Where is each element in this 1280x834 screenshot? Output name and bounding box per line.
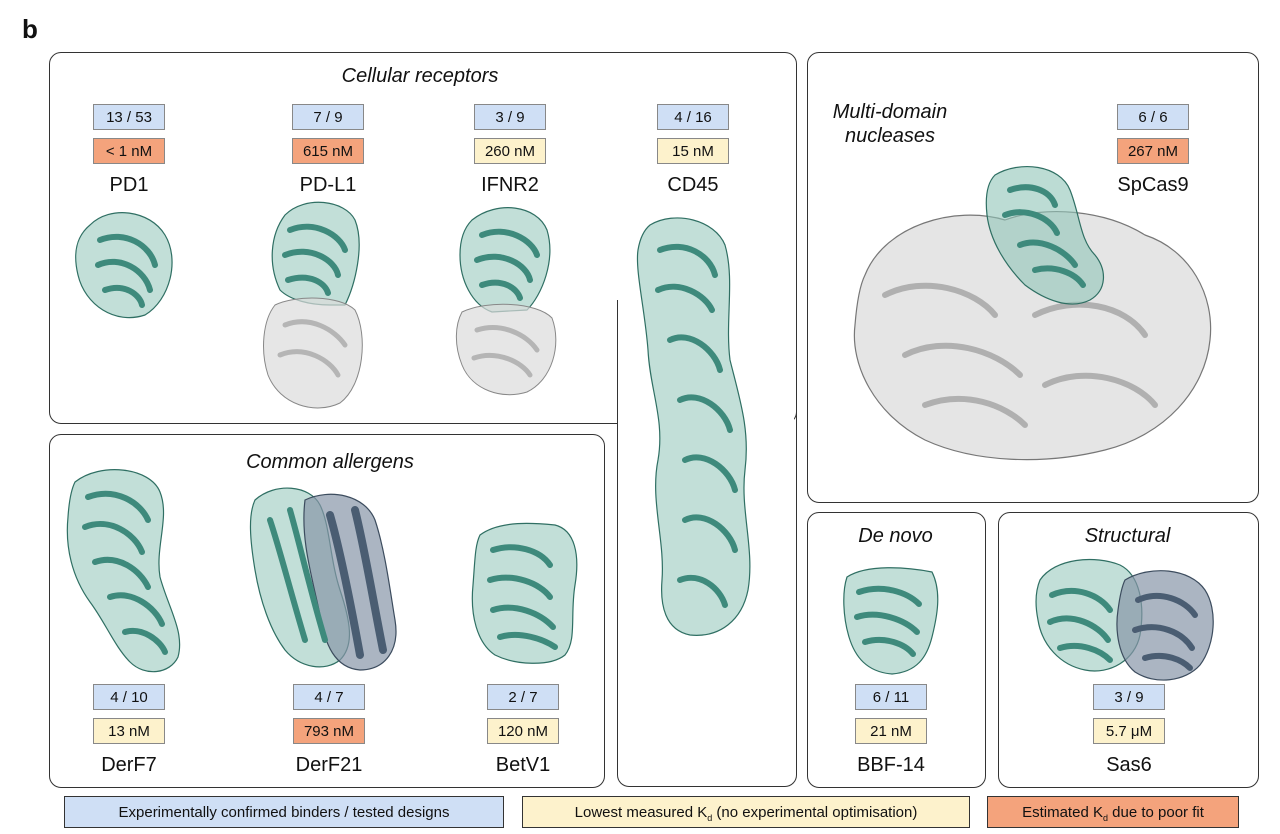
kd-box-sas6: 5.7 μM <box>1093 718 1165 744</box>
ratio-box-betv1: 2 / 7 <box>487 684 559 710</box>
ratio-box-pd-l1: 7 / 9 <box>292 104 364 130</box>
structure-derf21 <box>249 487 397 671</box>
legend-yellow-pre: Lowest measured K <box>574 804 708 821</box>
structure-betv1 <box>471 522 578 664</box>
legend-orange-pre: Estimated K <box>1022 804 1103 821</box>
group-cd45-extension <box>617 300 797 787</box>
legend-orange-sub: d <box>1102 813 1108 823</box>
kd-box-bbf14: 21 nM <box>855 718 927 744</box>
ratio-box-cd45: 4 / 16 <box>657 104 729 130</box>
legend-yellow-sub: d <box>707 813 713 823</box>
kd-box-derf7: 13 nM <box>93 718 165 744</box>
kd-box-cd45: 15 nM <box>657 138 729 164</box>
structure-cd45 <box>636 217 751 636</box>
structure-pd1 <box>75 212 173 319</box>
protein-name-spcas9: SpCas9 <box>1117 174 1189 196</box>
protein-name-pd1: PD1 <box>109 174 149 196</box>
group-title-denovo: De novo <box>858 525 933 547</box>
ratio-box-derf7: 4 / 10 <box>93 684 165 710</box>
structure-ifnr2 <box>455 207 557 396</box>
structure-bbf14 <box>843 567 939 675</box>
structure-derf7 <box>66 469 181 673</box>
ratio-box-bbf14: 6 / 11 <box>855 684 927 710</box>
group-title-cellular: Cellular receptors <box>341 65 499 87</box>
kd-box-ifnr2: 260 nM <box>474 138 546 164</box>
legend-blue: Experimentally confirmed binders / teste… <box>64 796 504 828</box>
ratio-box-pd1: 13 / 53 <box>93 104 165 130</box>
legend-orange: Estimated Kd due to poor fit <box>987 796 1239 828</box>
protein-name-derf7: DerF7 <box>101 754 157 776</box>
group-title-structural: Structural <box>1084 525 1171 547</box>
ratio-box-sas6: 3 / 9 <box>1093 684 1165 710</box>
group-structural <box>998 512 1259 788</box>
protein-name-bbf14: BBF-14 <box>857 754 925 776</box>
protein-name-cd45: CD45 <box>667 174 719 196</box>
group-title-allergens: Common allergens <box>246 451 414 473</box>
group-common-allergens <box>49 434 605 788</box>
kd-box-pd-l1: 615 nM <box>292 138 364 164</box>
protein-name-derf21: DerF21 <box>295 754 363 776</box>
group-de-novo <box>807 512 986 788</box>
kd-box-pd1: < 1 nM <box>93 138 165 164</box>
protein-name-pd-l1: PD-L1 <box>299 174 357 196</box>
structure-pd-l1 <box>263 201 363 409</box>
kd-box-betv1: 120 nM <box>487 718 559 744</box>
legend-yellow-post: (no experimental optimisation) <box>712 804 918 821</box>
legend-orange-post: due to poor fit <box>1107 804 1204 821</box>
structure-spcas9 <box>853 166 1212 461</box>
protein-name-ifnr2: IFNR2 <box>481 174 539 196</box>
group-cellular-receptors <box>49 52 797 424</box>
protein-name-sas6: Sas6 <box>1106 754 1152 776</box>
ratio-box-ifnr2: 3 / 9 <box>474 104 546 130</box>
structure-sas6 <box>1035 559 1214 681</box>
protein-name-betv1: BetV1 <box>495 754 551 776</box>
ratio-box-derf21: 4 / 7 <box>293 684 365 710</box>
ratio-box-spcas9: 6 / 6 <box>1117 104 1189 130</box>
kd-box-derf21: 793 nM <box>293 718 365 744</box>
kd-box-spcas9: 267 nM <box>1117 138 1189 164</box>
group-multi-domain-nucleases <box>807 52 1259 503</box>
panel-letter: b <box>22 14 38 44</box>
legend-yellow: Lowest measured Kd (no experimental opti… <box>522 796 970 828</box>
